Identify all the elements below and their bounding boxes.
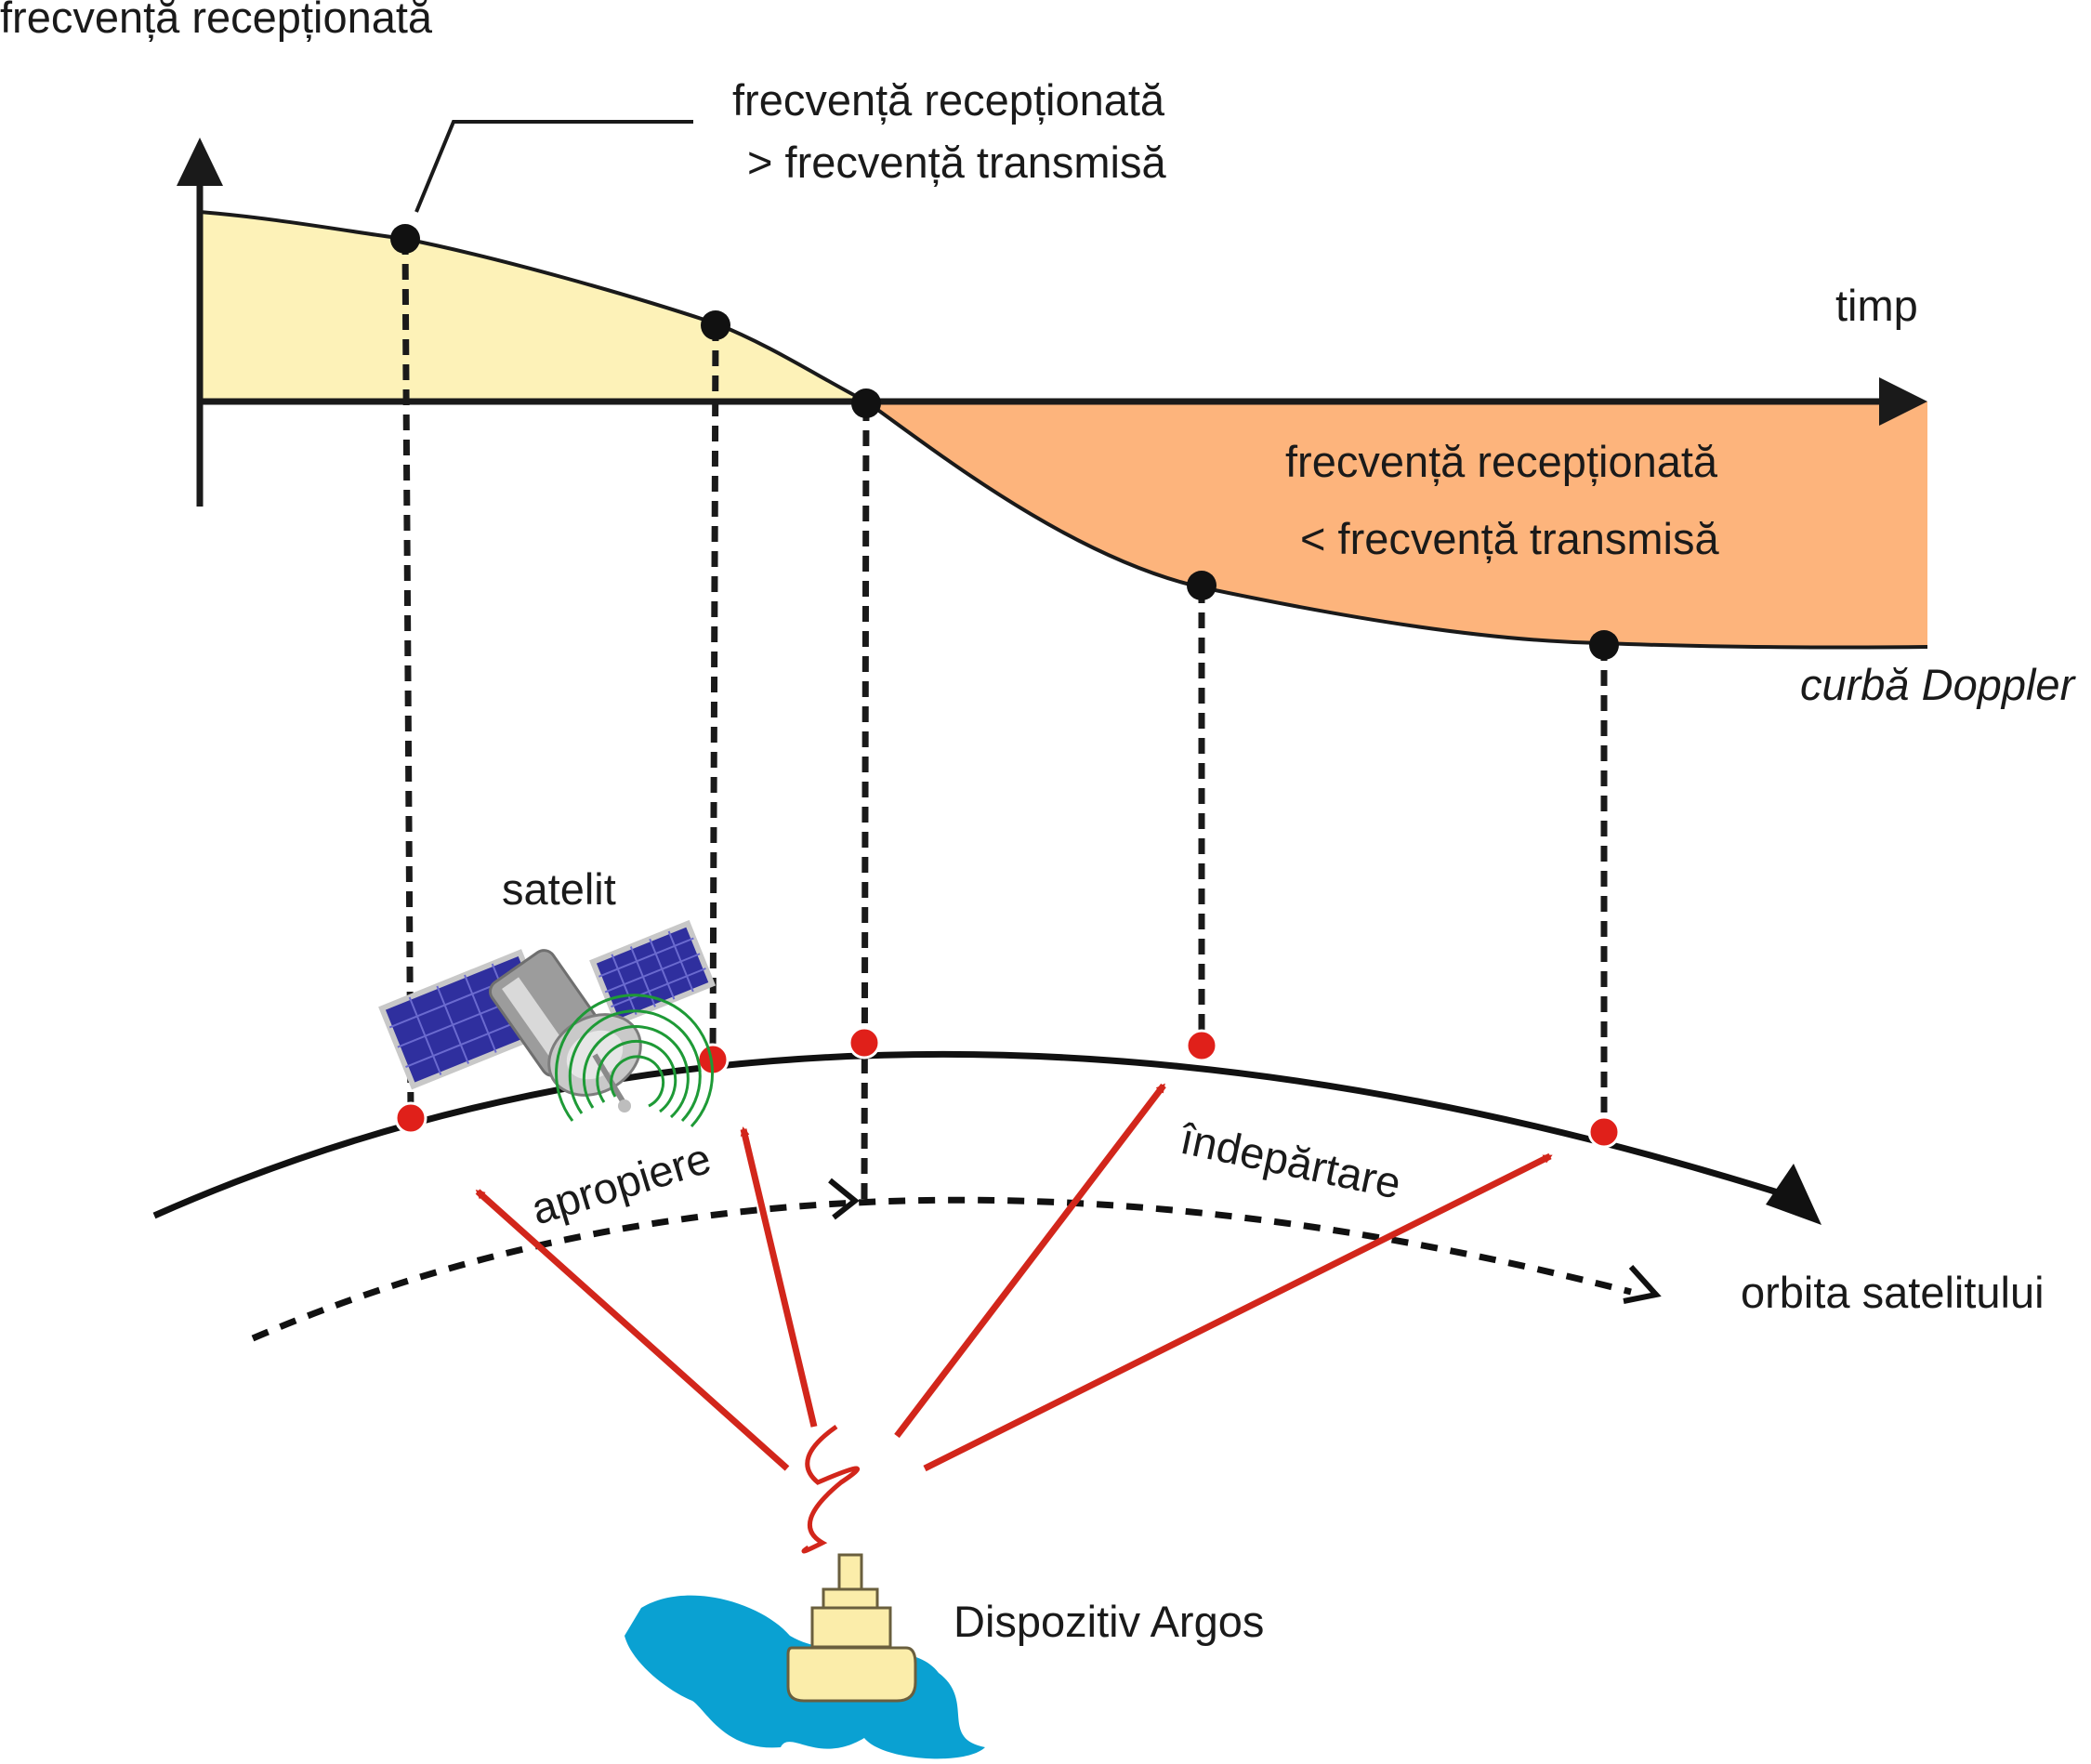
radio-waves-icon: [555, 994, 714, 1128]
y-axis-label: frecvență recepționată: [0, 0, 433, 42]
projection-lines: [401, 238, 1608, 1200]
below-label-line1: frecvență recepționată: [1285, 437, 1718, 486]
receding-label: îndepărtare: [1175, 1113, 1405, 1208]
orbit-label: orbita satelitului: [1741, 1268, 2045, 1317]
time-axis-label: timp: [1835, 281, 1918, 330]
device-label: Dispozitiv Argos: [953, 1597, 1264, 1646]
above-label-line2: > frecvență transmisă: [747, 138, 1166, 187]
curve-points: [390, 224, 1619, 660]
above-label-line1: frecvență recepționată: [732, 75, 1165, 125]
argos-buoy-icon: [786, 1553, 917, 1703]
transmitter-signal-icon: [801, 1424, 861, 1554]
callout-leader: [414, 120, 693, 213]
motion-arrow-end-icon: [1623, 1264, 1662, 1304]
doppler-curve-label: curbă Doppler: [1800, 660, 2077, 709]
y-axis-arrow-icon: [177, 138, 223, 186]
satellite-orbit: [152, 1050, 1800, 1219]
below-label-line2: < frecvență transmisă: [1300, 514, 1719, 563]
below-fill-region: [866, 402, 1927, 648]
motion-arrow-mid-icon: [828, 1178, 860, 1220]
signal-arrows: [475, 1083, 1553, 1472]
orbit-arrow-icon: [1766, 1164, 1821, 1225]
time-axis-arrow-icon: [1879, 377, 1927, 426]
above-fill-region: [200, 212, 866, 402]
motion-path: [251, 1196, 1632, 1342]
satellite-icon: [378, 919, 717, 1112]
satellite-label: satelit: [502, 864, 616, 914]
orbit-points: [394, 1026, 1621, 1149]
